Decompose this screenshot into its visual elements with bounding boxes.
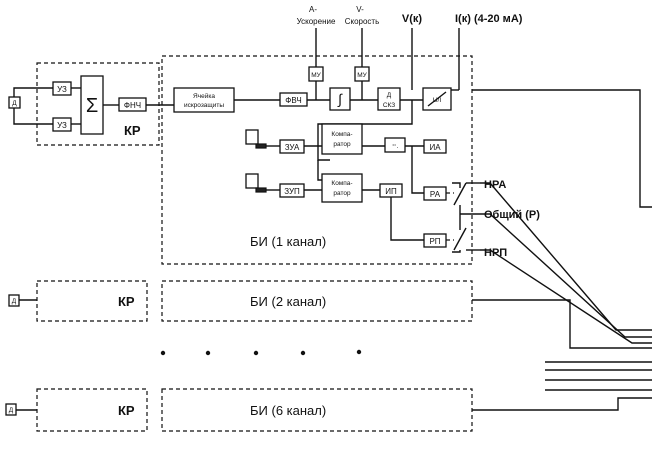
nra-terminal-label: НРА [484, 179, 506, 191]
ip-to-rp-wire [390, 197, 424, 241]
kp-label: КР [124, 123, 141, 138]
kp6-label: КР [118, 403, 135, 418]
top-outputs: A- Ускорение V- Скорость V(к) I(к) (4-20… [297, 5, 523, 90]
output-bus [472, 89, 652, 411]
voltage-current-converter-label: U/I [433, 97, 442, 104]
bus-line-1 [472, 89, 652, 208]
zua-label: ЗУА [285, 143, 300, 152]
sensor-wire-bottom [13, 108, 53, 125]
velocity-output-label: V(к) [402, 13, 423, 25]
kp-border [36, 62, 160, 146]
dot [253, 350, 259, 356]
integrator-box [329, 87, 351, 111]
skz-box [377, 87, 401, 111]
bus-to-comparator1 [317, 100, 413, 161]
bi6-label: БИ (6 канал) [250, 403, 326, 418]
comparator2-line2: ратор [333, 190, 351, 197]
comparator1-box [321, 123, 363, 155]
fvch-label: ФВЧ [285, 96, 301, 105]
comparator1-line1: Компа- [331, 131, 352, 138]
spark-protection-line2: искрозащиты [184, 102, 224, 109]
bi1-border [161, 55, 473, 265]
bi-block-channel1: Ячейка искрозащиты ФВЧ МУ ∫ МУ Д СКЗ U/I [161, 55, 473, 265]
rp-label: РП [429, 237, 440, 246]
comparator2-line1: Компа- [331, 180, 352, 187]
fnch-label: ФНЧ [124, 101, 141, 110]
delay-box [384, 137, 406, 153]
relay-switch-a [453, 182, 467, 206]
potentiometer-p-knob [255, 187, 267, 193]
accel-label: Ускорение [297, 17, 336, 26]
sensor6-label: Д [9, 407, 14, 414]
potentiometer-a-knob [255, 143, 267, 149]
zup-label: ЗУП [284, 187, 300, 196]
ia-box [423, 139, 447, 154]
bus-to-comparator2 [317, 160, 322, 181]
sensor-label: Д [12, 100, 17, 107]
relay-switch-p [453, 227, 467, 251]
spark-protection-box [173, 87, 235, 113]
comparator2-box [321, 173, 363, 203]
bus-line-10 [472, 397, 652, 411]
common-terminal-label: Общий (Р) [484, 209, 540, 221]
dot [160, 350, 166, 356]
potentiometer-p-icon [245, 173, 259, 189]
ia-to-ra-wire [411, 146, 424, 194]
accel-letter: A- [309, 5, 317, 14]
bi2-border [161, 280, 473, 322]
kp2-border [36, 280, 148, 322]
kp-block-channel1: Д УЗ УЗ Σ ФНЧ КР [8, 62, 174, 146]
skz-top-label: Д [387, 92, 392, 99]
ia-label: ИА [429, 143, 441, 152]
relay-contact-nrp [452, 250, 461, 253]
bi1-label: БИ (1 канал) [250, 234, 326, 249]
channel2: Д КР БИ (2 канал) [8, 280, 473, 322]
bus-line-3 [480, 182, 652, 331]
sensor-wire-top [13, 87, 53, 97]
mu-right-label: МУ [357, 72, 367, 79]
skz-bottom-label: СКЗ [383, 102, 395, 109]
channel6: Д КР БИ (6 канал) [5, 388, 473, 432]
uz-bottom-label: УЗ [57, 121, 67, 130]
bus-line-2 [472, 299, 652, 349]
kp2-label: КР [118, 294, 135, 309]
speed-letter: V- [356, 5, 364, 14]
relay-contact-nra [452, 182, 461, 188]
dot [205, 350, 211, 356]
ra-label: РА [430, 190, 441, 199]
speed-label: Скорость [345, 17, 380, 26]
divider-slash [427, 91, 447, 107]
delay-glyph: ⠒. [392, 143, 399, 150]
sensor2-label: Д [12, 298, 17, 305]
ip-label: ИП [385, 187, 397, 196]
ellipsis-dots [160, 349, 362, 356]
comparator1-line2: ратор [333, 141, 351, 148]
potentiometer-a-icon [245, 129, 259, 145]
dot [300, 350, 306, 356]
bus-line-5 [480, 249, 652, 344]
integrator-symbol: ∫ [337, 91, 343, 107]
bus-line-4 [480, 213, 652, 338]
current-output-label: I(к) (4-20 мА) [455, 13, 523, 25]
dot [356, 349, 362, 355]
mu-left-label: МУ [311, 72, 321, 79]
uz-top-label: УЗ [57, 85, 67, 94]
spark-protection-line1: Ячейка [193, 92, 215, 100]
bi2-label: БИ (2 канал) [250, 294, 326, 309]
summator-symbol: Σ [86, 95, 98, 117]
